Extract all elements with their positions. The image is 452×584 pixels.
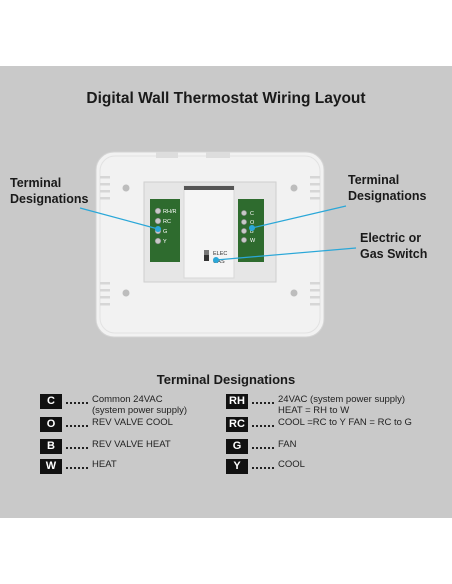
right-terminal-screws: [241, 210, 247, 243]
screw-hole: [122, 289, 130, 297]
legend-desc: REV VALVE COOL: [92, 417, 173, 428]
diagram-panel: Digital Wall Thermostat Wiring Layout: [0, 66, 452, 518]
top-tab-center: [206, 152, 230, 158]
legend-desc: HEAT: [92, 459, 117, 470]
legend-leader: [252, 439, 274, 449]
screw-hole: [122, 184, 130, 192]
legend-desc: Common 24VAC (system power supply): [92, 394, 187, 416]
left-terminal-label: RC: [163, 219, 171, 225]
callout-dot: [155, 226, 161, 232]
legend-item: C Common 24VAC (system power supply): [40, 394, 187, 416]
right-vents: [310, 176, 320, 306]
legend-desc: COOL =RC to Y FAN = RC to G: [278, 417, 412, 428]
right-terminal-label: W: [250, 238, 256, 244]
legend-item: O REV VALVE COOL: [40, 417, 173, 434]
legend-leader: [66, 417, 88, 427]
legend-item: B REV VALVE HEAT: [40, 439, 171, 456]
legend-code: Y: [226, 459, 248, 474]
legend-code: B: [40, 439, 62, 454]
callout-line-left: [79, 207, 159, 230]
callout-line-switch: [215, 247, 357, 261]
legend-desc-line: Common 24VAC: [92, 394, 163, 405]
center-opening: [183, 185, 235, 279]
legend-desc-line: 24VAC (system power supply): [278, 394, 406, 405]
screw-hole: [290, 184, 298, 192]
legend-code: RH: [226, 394, 248, 409]
callout-left-terminals: Terminal Designations: [10, 175, 89, 207]
callout-text: Designations: [10, 192, 89, 206]
right-terminal-label: C: [250, 211, 254, 217]
diagram-title: Digital Wall Thermostat Wiring Layout: [86, 90, 366, 107]
legend-leader: [66, 439, 88, 449]
right-terminal-label: B: [250, 229, 254, 235]
legend-item: RH 24VAC (system power supply) HEAT = RH…: [226, 394, 405, 416]
callout-text: Gas Switch: [360, 247, 428, 261]
legend-code: RC: [226, 417, 248, 432]
callout-right-terminals: Terminal Designations: [348, 172, 427, 204]
callout-text: Designations: [348, 189, 427, 203]
left-terminal-label: G: [163, 229, 167, 235]
right-terminal-label: O: [250, 220, 255, 226]
legend-leader: [66, 459, 88, 469]
legend-desc-line: (system power supply): [92, 405, 188, 416]
legend-desc: FAN: [278, 439, 297, 450]
legend-leader: [252, 459, 274, 469]
legend-code: W: [40, 459, 62, 474]
legend-leader: [66, 394, 88, 404]
callout-line-right: [251, 205, 347, 229]
legend-desc: COOL: [278, 459, 305, 470]
elec-gas-switch: [204, 250, 209, 261]
legend-desc-line: HEAT = RH to W: [278, 405, 350, 416]
switch-label-elec: ELEC: [213, 251, 227, 257]
screw-hole: [290, 289, 298, 297]
legend-title: Terminal Designations: [156, 372, 296, 387]
legend-leader: [252, 394, 274, 404]
left-vents: [100, 176, 110, 306]
callout-switch: Electric or Gas Switch: [360, 230, 427, 262]
left-terminal-label: Y: [163, 239, 167, 245]
callout-text: Terminal: [10, 176, 62, 190]
legend-code: C: [40, 394, 62, 409]
legend-item: G FAN: [226, 439, 296, 456]
legend-item: Y COOL: [226, 459, 305, 476]
callout-dot: [213, 257, 219, 263]
legend-leader: [252, 417, 274, 427]
legend-desc: 24VAC (system power supply) HEAT = RH to…: [278, 394, 405, 416]
legend-desc: REV VALVE HEAT: [92, 439, 171, 450]
top-tab-left: [156, 152, 178, 158]
legend-code: O: [40, 417, 62, 432]
legend-item: W HEAT: [40, 459, 117, 476]
legend-item: RC COOL =RC to Y FAN = RC to G: [226, 417, 412, 434]
callout-text: Terminal: [348, 173, 400, 187]
thermostat-backplate: RH/R RC G Y C O B W ELEC GAS: [79, 151, 357, 338]
callout-dot: [249, 225, 255, 231]
left-terminal-label: RH/R: [163, 209, 176, 215]
legend-code: G: [226, 439, 248, 454]
center-slot: [184, 186, 234, 190]
switch-knob: [204, 250, 209, 255]
switch-label-gas: GAS: [213, 259, 225, 265]
callout-text: Electric or: [360, 231, 422, 245]
